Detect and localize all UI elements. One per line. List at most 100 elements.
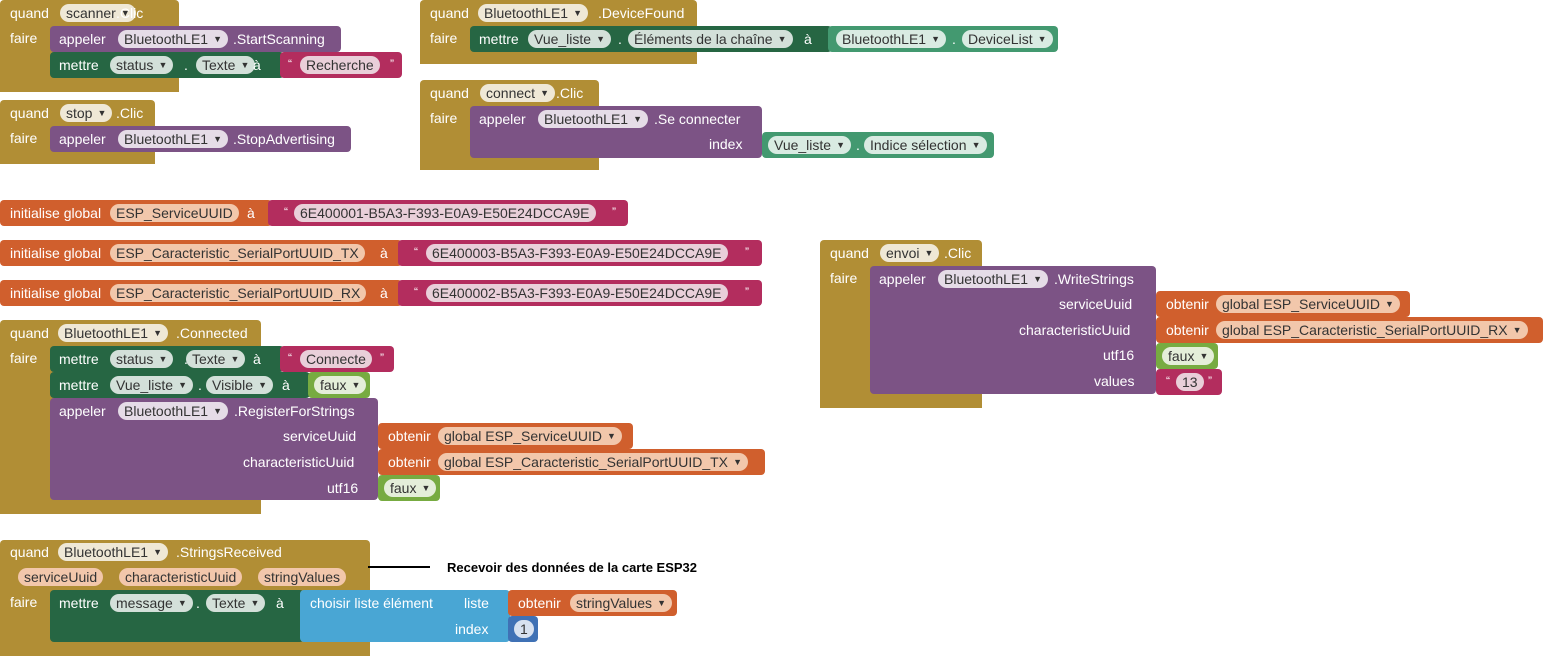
set-status-text-block[interactable]: mettre status▼ . Texte▼ à [50,52,284,78]
global-name-field[interactable]: ESP_ServiceUUID [110,204,239,222]
text-block-service-uuid[interactable]: “ 6E400001-B5A3-F393-E0A9-E50E24DCCA9E ” [268,200,628,226]
variable-dropdown[interactable]: global ESP_ServiceUUID▼ [1216,295,1400,313]
variable-dropdown[interactable]: global ESP_Caracteristic_SerialPortUUID_… [1216,321,1528,339]
boolean-dropdown[interactable]: faux▼ [1162,347,1215,365]
text-value[interactable]: Connecte [300,350,372,368]
global-init-rx-uuid[interactable]: initialise global ESP_Caracteristic_Seri… [0,280,402,306]
component-dropdown-envoi[interactable]: envoi▼ [880,244,940,262]
logic-false-block[interactable]: faux▼ [308,372,370,398]
text-block-connecte[interactable]: “ Connecte ” [280,346,394,372]
variable-dropdown[interactable]: stringValues▼ [570,594,673,612]
component-dropdown-connect[interactable]: connect▼ [480,84,556,102]
select-list-item-block[interactable]: choisir liste élément liste index [300,590,510,642]
boolean-dropdown[interactable]: faux▼ [384,479,437,497]
global-name-field[interactable]: ESP_Caracteristic_SerialPortUUID_TX [110,244,365,262]
dot-separator: . [952,31,956,47]
call-start-scanning-block[interactable]: appeler BluetoothLE1▼ .StartScanning [50,26,341,52]
object-dropdown[interactable]: BluetoothLE1▼ [118,130,229,148]
set-keyword: mettre [59,351,99,367]
object-dropdown[interactable]: BluetoothLE1▼ [538,110,649,128]
property-dropdown[interactable]: DeviceList▼ [962,30,1053,48]
object-dropdown[interactable]: BluetoothLE1▼ [118,402,229,420]
global-init-tx-uuid[interactable]: initialise global ESP_Caracteristic_Seri… [0,240,402,266]
get-string-values-block[interactable]: obtenir stringValues▼ [508,590,677,616]
property-dropdown[interactable]: Texte▼ [206,594,266,612]
chevron-down-icon: ▼ [258,380,267,390]
quote-close: ” [1208,374,1212,388]
chevron-down-icon: ▼ [250,598,260,608]
component-dropdown[interactable]: Vue_liste▼ [110,376,194,394]
component-dropdown[interactable]: message▼ [110,594,193,612]
list-arg-label: liste [464,595,489,611]
text-value[interactable]: 6E400001-B5A3-F393-E0A9-E50E24DCCA9E [294,204,596,222]
property-dropdown[interactable]: Visible▼ [206,376,273,394]
call-register-for-strings-block[interactable]: appeler BluetoothLE1▼ .RegisterForString… [50,398,378,500]
set-status-connecte-block[interactable]: mettre status▼ . Texte▼ à [50,346,284,372]
text-block-rx-uuid[interactable]: “ 6E400002-B5A3-F393-E0A9-E50E24DCCA9E ” [398,280,762,306]
get-global-service-uuid-block[interactable]: obtenir global ESP_ServiceUUID▼ [1156,291,1410,317]
to-keyword: à [282,377,290,393]
component-dropdown[interactable]: BluetoothLE1▼ [836,30,947,48]
when-keyword: quand [430,5,469,21]
component-dropdown[interactable]: status▼ [110,56,174,74]
param-string-values[interactable]: stringValues [258,568,347,586]
get-global-rx-uuid-block[interactable]: obtenir global ESP_Caracteristic_SerialP… [1156,317,1543,343]
property-dropdown[interactable]: Indice sélection▼ [864,136,987,154]
param-service-uuid[interactable]: serviceUuid [18,568,104,586]
values-arg: values [1094,373,1135,389]
get-device-list-block[interactable]: BluetoothLE1▼ . DeviceList▼ [828,26,1058,52]
text-value[interactable]: 13 [1176,373,1204,391]
to-keyword: à [380,245,388,261]
text-block-recherche[interactable]: “ Recherche ” [280,52,402,78]
component-dropdown[interactable]: Vue_liste▼ [528,30,612,48]
component-dropdown-stop[interactable]: stop▼ [60,104,113,122]
set-keyword: mettre [59,595,99,611]
to-keyword: à [276,595,284,611]
text-value[interactable]: 6E400003-B5A3-F393-E0A9-E50E24DCCA9E [426,244,728,262]
chevron-down-icon: ▼ [1033,274,1043,284]
text-value[interactable]: 6E400002-B5A3-F393-E0A9-E50E24DCCA9E [426,284,728,302]
property-dropdown[interactable]: Éléments de la chaîne▼ [628,30,793,48]
chevron-down-icon: ▼ [657,598,667,608]
get-selection-index-block[interactable]: Vue_liste▼ . Indice sélection▼ [762,132,994,158]
call-write-strings-block[interactable]: appeler BluetoothLE1▼ .WriteStrings serv… [870,266,1156,394]
call-stop-advertising-block[interactable]: appeler BluetoothLE1▼ .StopAdvertising [50,126,351,152]
param-characteristic-uuid[interactable]: characteristicUuid [119,568,243,586]
variable-dropdown[interactable]: global ESP_ServiceUUID▼ [438,427,622,445]
logic-false-block[interactable]: faux▼ [378,475,440,501]
set-vue-liste-elements-block[interactable]: mettre Vue_liste▼ . Éléments de la chaîn… [470,26,832,52]
set-vue-liste-visible-block[interactable]: mettre Vue_liste▼ . Visible▼ à [50,372,310,398]
chevron-down-icon: ▼ [573,8,583,18]
when-keyword: quand [10,325,49,341]
set-message-text-block[interactable]: mettre message▼ . Texte▼ à [50,590,304,642]
service-uuid-arg: serviceUuid [283,428,357,444]
chevron-down-icon: ▼ [1512,325,1522,335]
component-dropdown[interactable]: BluetoothLE1▼ [478,4,589,22]
chevron-down-icon: ▼ [158,354,168,364]
chevron-down-icon: ▼ [1199,351,1209,361]
object-dropdown[interactable]: BluetoothLE1▼ [938,270,1049,288]
component-dropdown[interactable]: Vue_liste▼ [768,136,852,154]
component-dropdown[interactable]: BluetoothLE1▼ [58,324,169,342]
property-dropdown[interactable]: Texte▼ [186,350,246,368]
property-dropdown[interactable]: Texte▼ [196,56,256,74]
component-dropdown[interactable]: status▼ [110,350,174,368]
component-dropdown-scanner[interactable]: scanner▼ [60,4,136,22]
get-global-tx-uuid-block[interactable]: obtenir global ESP_Caracteristic_SerialP… [378,449,765,475]
text-block-tx-uuid[interactable]: “ 6E400003-B5A3-F393-E0A9-E50E24DCCA9E ” [398,240,762,266]
method-name: .RegisterForStrings [234,403,355,419]
component-dropdown[interactable]: BluetoothLE1▼ [58,543,169,561]
text-block-13[interactable]: “ 13 ” [1156,369,1222,395]
number-value[interactable]: 1 [514,620,534,638]
logic-false-block[interactable]: faux▼ [1156,343,1218,369]
text-value[interactable]: Recherche [300,56,380,74]
global-name-field[interactable]: ESP_Caracteristic_SerialPortUUID_RX [110,284,367,302]
call-connect-block[interactable]: appeler BluetoothLE1▼ .Se connecter inde… [470,106,762,158]
variable-dropdown[interactable]: global ESP_Caracteristic_SerialPortUUID_… [438,453,748,471]
get-global-service-uuid-block[interactable]: obtenir global ESP_ServiceUUID▼ [378,423,633,449]
number-block-1[interactable]: 1 [508,616,538,642]
global-init-service-uuid[interactable]: initialise global ESP_ServiceUUID à [0,200,272,226]
object-dropdown[interactable]: BluetoothLE1▼ [118,30,229,48]
chevron-down-icon: ▼ [178,380,188,390]
boolean-dropdown[interactable]: faux▼ [314,376,367,394]
